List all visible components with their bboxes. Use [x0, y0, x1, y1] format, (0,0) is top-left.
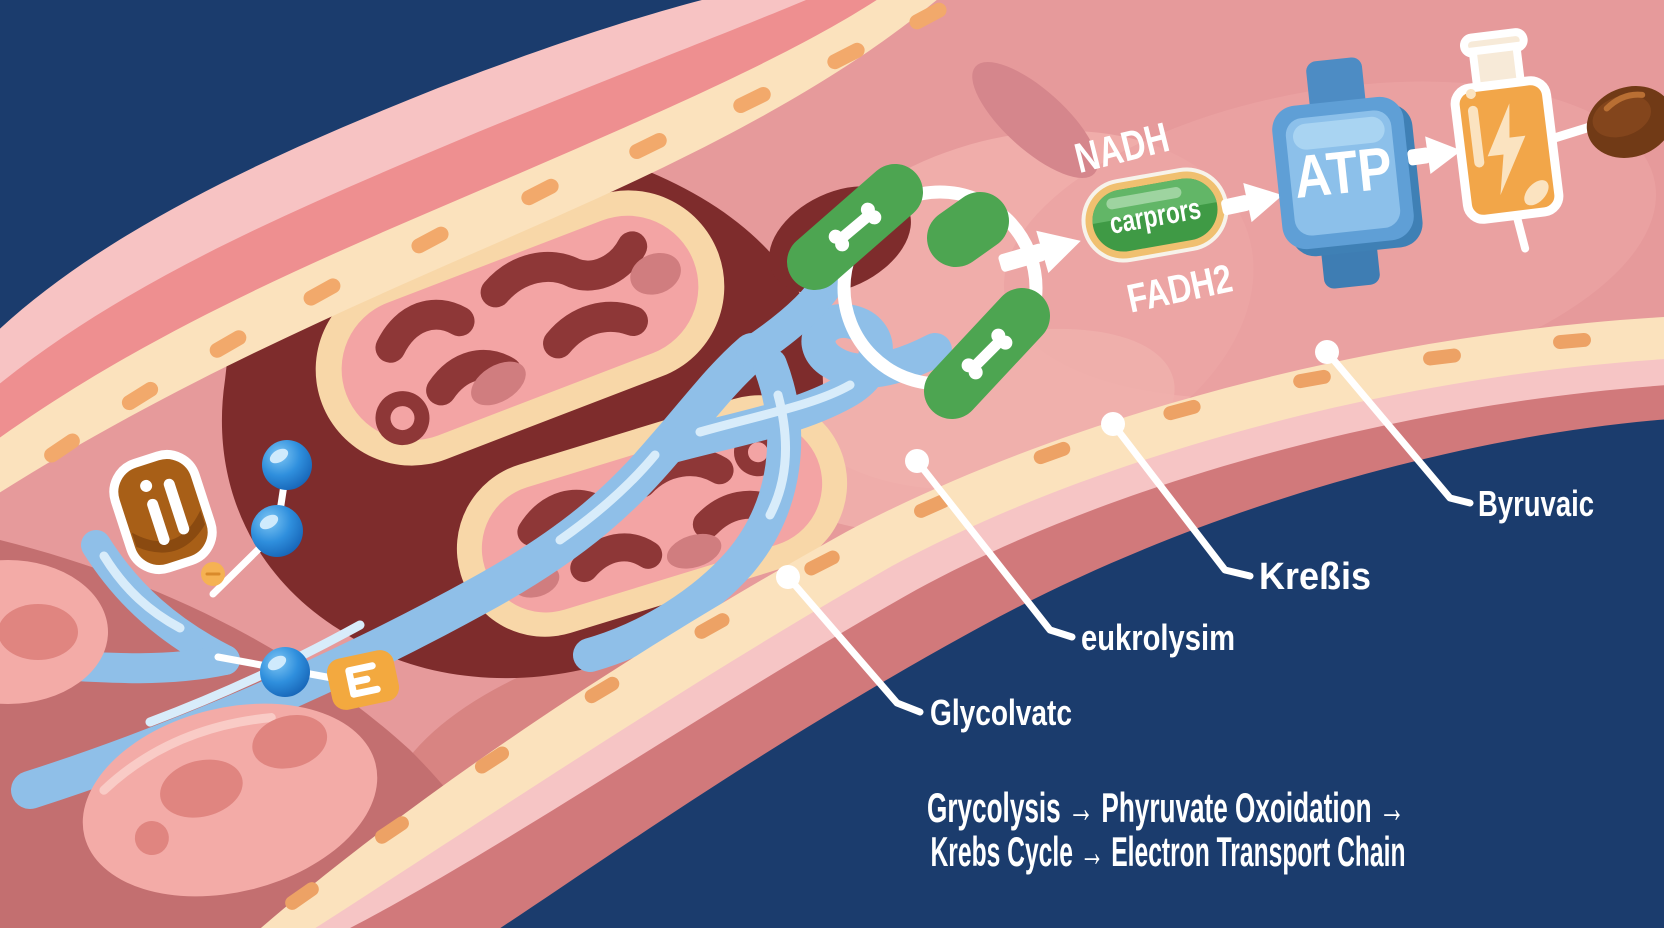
- callout-byruvaic: Byruvaic: [1315, 340, 1594, 524]
- bottom-wall: [260, 317, 1664, 928]
- lightning-bolt-icon: [1487, 103, 1526, 196]
- electron-sphere-icon: [251, 440, 312, 697]
- bean-molecule: [1586, 86, 1664, 158]
- krebs-cycle-ring: [787, 164, 1050, 419]
- small-molecule-dot: [201, 562, 225, 586]
- caption-line-1: Grycolysis → Phyruvate Oxoidation →: [927, 784, 1405, 831]
- tube-highlights: [99, 380, 855, 727]
- bone-icon: [828, 202, 882, 252]
- atp-block: ATP: [1272, 57, 1423, 289]
- background-sky-bottom: [500, 419, 1664, 928]
- callout-dot: [905, 449, 929, 473]
- atp-label: ATP: [1291, 134, 1395, 211]
- cell-partial-left: [0, 560, 108, 704]
- callout-glycolvatc: Glycolvatc: [776, 565, 1072, 733]
- molecule-chain: [109, 440, 400, 710]
- top-wall: [0, 0, 947, 493]
- callout-dot: [1101, 412, 1125, 436]
- callout-dot: [1315, 340, 1339, 364]
- cell-large: [82, 703, 378, 897]
- battery-icon: [1450, 28, 1602, 253]
- callout-dot: [776, 565, 800, 589]
- bone-icon: [961, 328, 1013, 380]
- caption-line-2: Krebs Cycle → Electron Transport Chain: [931, 828, 1406, 875]
- carriers-pill: carprors: [1081, 167, 1229, 263]
- caption: Grycolysis → Phyruvate Oxoidation → Kreb…: [927, 784, 1406, 875]
- glucose-capsule-icon: [109, 450, 217, 574]
- callout-label: Byruvaic: [1478, 483, 1594, 524]
- arrow-icon: [1407, 136, 1462, 175]
- callout-krebis: Kreßis: [1101, 412, 1371, 598]
- callout-eukrolysim: eukrolysim: [905, 449, 1235, 658]
- background-sky-top: [0, 0, 702, 329]
- bottom-wall-dashes: [285, 332, 1591, 910]
- callout-label: Kreßis: [1259, 556, 1371, 598]
- callout-label: eukrolysim: [1081, 617, 1235, 658]
- arrow-icon: [998, 230, 1081, 274]
- mitochondrion-1: [315, 190, 725, 466]
- top-wall-dashes: [44, 2, 947, 463]
- molecule-chip-icon: [326, 650, 400, 710]
- callout-label: Glycolvatc: [930, 692, 1072, 733]
- arrow-icon: [1221, 183, 1283, 223]
